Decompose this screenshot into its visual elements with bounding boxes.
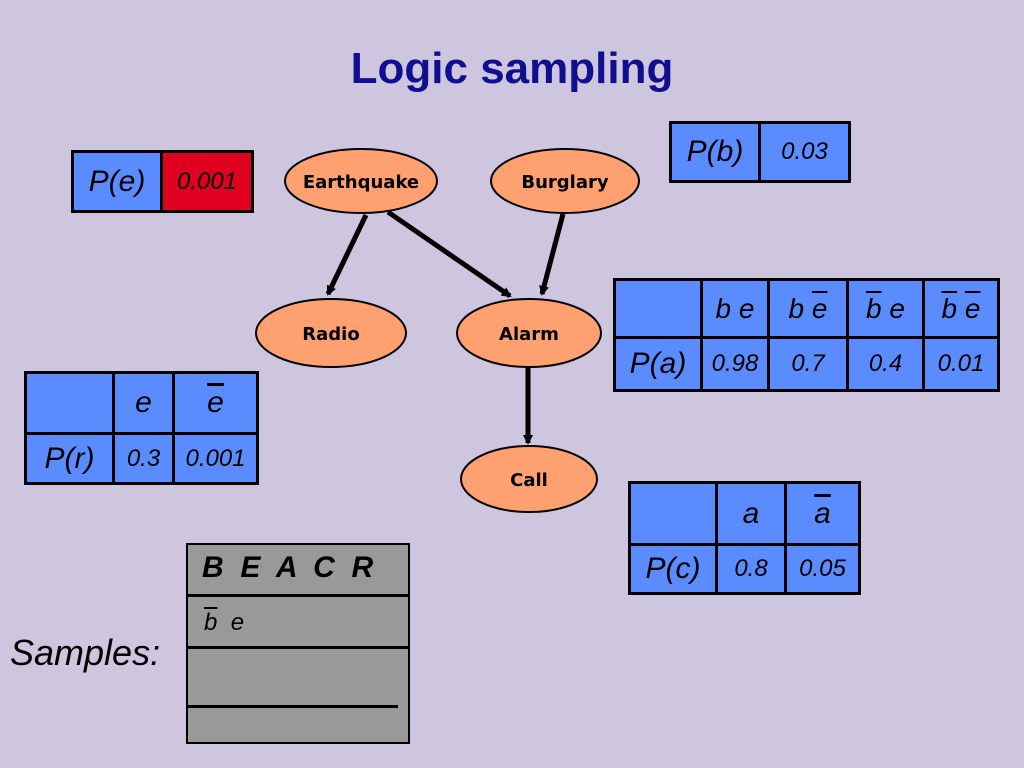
edge-earthquake-alarm bbox=[386, 209, 512, 299]
cpt-radio-header-2: e bbox=[207, 386, 224, 419]
node-alarm-label: Alarm bbox=[499, 324, 559, 345]
cpt-alarm-header-2: b e bbox=[788, 292, 828, 324]
edge-burglary-alarm bbox=[539, 213, 566, 296]
cpt-earthquake-label: P(e) bbox=[88, 164, 146, 198]
cpt-alarm-header-3: b e bbox=[866, 292, 905, 324]
cpt-alarm-value-1: 0.98 bbox=[711, 350, 759, 377]
node-burglary: Burglary bbox=[490, 148, 640, 214]
cpt-radio-value-2: 0.001 bbox=[185, 444, 246, 472]
node-radio: Radio bbox=[255, 298, 407, 368]
cpt-burglary-value: 0.03 bbox=[781, 138, 828, 165]
samples-label: Samples: bbox=[10, 632, 161, 673]
node-earthquake: Earthquake bbox=[284, 148, 438, 214]
samples-table: B E A C R b e bbox=[186, 543, 410, 744]
cpt-alarm-header-1: b e bbox=[715, 292, 755, 324]
cpt-call-header-2: a bbox=[814, 496, 831, 530]
cpt-radio-label: P(r) bbox=[44, 441, 95, 475]
cpt-earthquake: P(e) 0.001 bbox=[71, 150, 254, 213]
cpt-alarm-value-2: 0.7 bbox=[791, 350, 825, 377]
cpt-burglary-label: P(b) bbox=[686, 135, 744, 168]
cpt-radio-header-1: e bbox=[135, 386, 152, 419]
page-title: Logic sampling bbox=[350, 44, 674, 93]
node-burglary-label: Burglary bbox=[521, 172, 608, 193]
samples-header: B E A C R bbox=[202, 551, 374, 584]
cpt-alarm: b e b e b e b e P(a) 0.98 0.7 0.4 0.01 bbox=[613, 278, 1000, 392]
node-radio-label: Radio bbox=[302, 324, 359, 345]
samples-row-1: b e bbox=[204, 609, 245, 636]
cpt-radio: e e P(r) 0.3 0.001 bbox=[24, 371, 259, 485]
cpt-alarm-value-4: 0.01 bbox=[937, 350, 985, 377]
cpt-radio-value-1: 0.3 bbox=[126, 444, 161, 472]
node-earthquake-label: Earthquake bbox=[303, 172, 419, 193]
cpt-call-label: P(c) bbox=[645, 552, 701, 585]
cpt-burglary: P(b) 0.03 bbox=[669, 121, 851, 183]
cpt-call-header-1: a bbox=[742, 496, 760, 530]
cpt-call: a a P(c) 0.8 0.05 bbox=[628, 481, 861, 595]
node-call-label: Call bbox=[510, 470, 548, 491]
node-call: Call bbox=[460, 445, 598, 513]
edge-earthquake-radio bbox=[325, 213, 369, 296]
cpt-alarm-value-3: 0.4 bbox=[868, 350, 903, 377]
cpt-alarm-header-4: b e bbox=[941, 292, 981, 324]
cpt-call-value-1: 0.8 bbox=[734, 555, 768, 582]
cpt-earthquake-value: 0.001 bbox=[160, 153, 251, 210]
cpt-alarm-label: P(a) bbox=[629, 347, 687, 380]
cpt-call-value-2: 0.05 bbox=[799, 555, 846, 582]
node-alarm: Alarm bbox=[456, 298, 602, 368]
